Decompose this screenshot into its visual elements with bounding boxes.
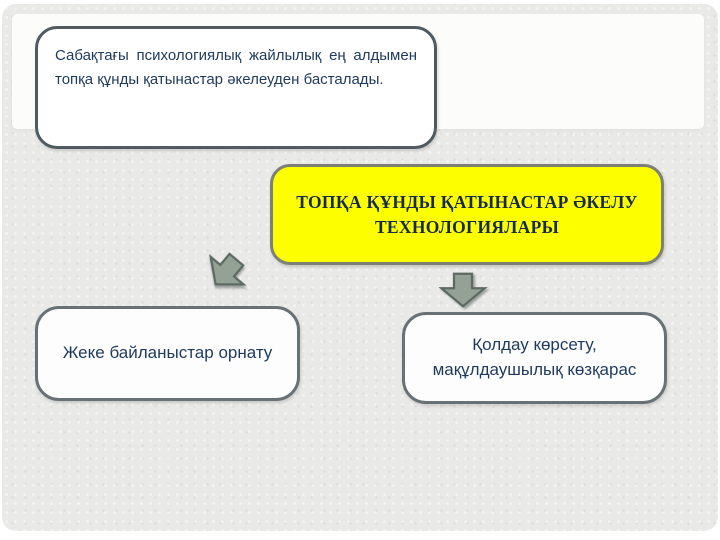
arrow-down-icon: [437, 272, 489, 308]
main-title-box: ТОПҚА ҚҰНДЫ ҚАТЫНАСТАР ӘКЕЛУ ТЕХНОЛОГИЯЛ…: [270, 164, 664, 265]
branch-label-personal-contacts: Жеке байланыстар орнату: [62, 343, 273, 363]
branch-label-support-attitude: Қолдау көрсету, мақұлдаушылық көзқарас: [432, 335, 637, 379]
intro-text-box: Сабақтағы психологиялық жайлылық ең алды…: [35, 26, 437, 149]
branch-box-personal-contacts: Жеке байланыстар орнату: [35, 306, 300, 401]
slide-canvas: Сабақтағы психологиялық жайлылық ең алды…: [2, 4, 718, 531]
intro-text: Сабақтағы психологиялық жайлылық ең алды…: [55, 47, 417, 89]
arrow-down-left-icon: [195, 241, 258, 302]
branch-box-support-attitude: Қолдау көрсету, мақұлдаушылық көзқарас: [402, 312, 667, 404]
main-title-text: ТОПҚА ҚҰНДЫ ҚАТЫНАСТАР ӘКЕЛУ ТЕХНОЛОГИЯЛ…: [296, 192, 638, 237]
